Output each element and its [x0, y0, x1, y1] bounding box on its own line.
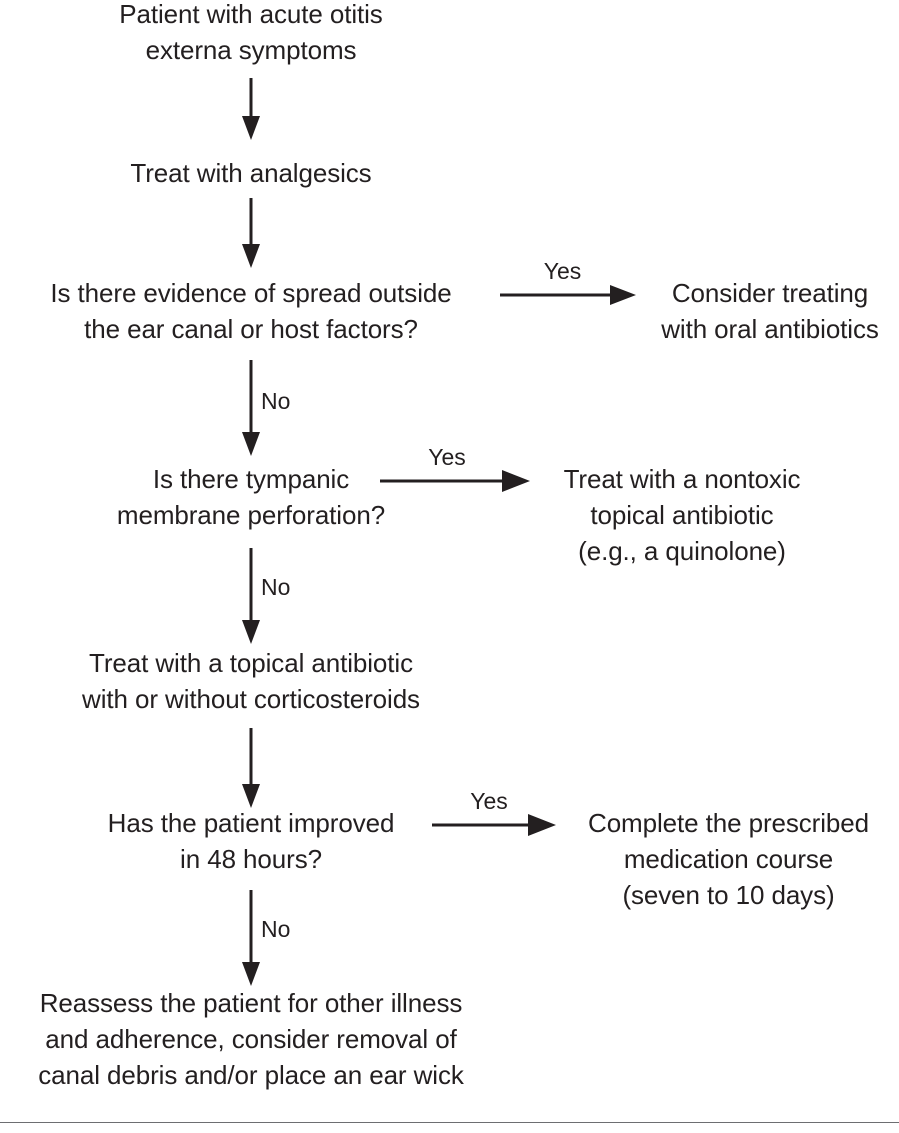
edge-label-yes-spread: Yes — [543, 258, 582, 284]
node-start: Patient with acute otitis externa sympto… — [119, 0, 383, 65]
node-spread-question: Is there evidence of spread outside the … — [50, 278, 452, 344]
edge-label-no-spread: No — [261, 388, 291, 414]
arrow-yes-spread-to-oral-antibiotics — [500, 285, 636, 305]
node-improved-question: Has the patient improved in 48 hours? — [107, 808, 395, 874]
edge-label-no-improved: No — [261, 916, 291, 942]
node-topical-antibiotic: Treat with a topical antibiotic with or … — [82, 648, 420, 714]
edge-label-yes-perforation: Yes — [428, 444, 466, 470]
edge-label-yes-improved: Yes — [470, 788, 508, 814]
edge-label-no-perforation: No — [261, 574, 291, 600]
node-consider-oral-antibiotics: Consider treating with oral antibiotics — [661, 278, 879, 344]
node-reassess-patient: Reassess the patient for other illness a… — [38, 988, 464, 1090]
footer-divider — [0, 1122, 899, 1123]
node-complete-medication-course: Complete the prescribed medication cours… — [588, 808, 869, 910]
node-nontoxic-topical-antibiotic: Treat with a nontoxic topical antibiotic… — [563, 464, 801, 566]
arrow-start-to-analgesics — [242, 78, 260, 140]
node-treat-with-analgesics: Treat with analgesics — [130, 158, 372, 188]
arrow-yes-improved-to-complete-course — [432, 814, 556, 836]
node-perforation-question: Is there tympanic membrane perforation? — [116, 464, 386, 530]
arrow-topical-to-improved-question — [242, 728, 260, 808]
arrow-analgesics-to-spread-question — [242, 198, 260, 268]
